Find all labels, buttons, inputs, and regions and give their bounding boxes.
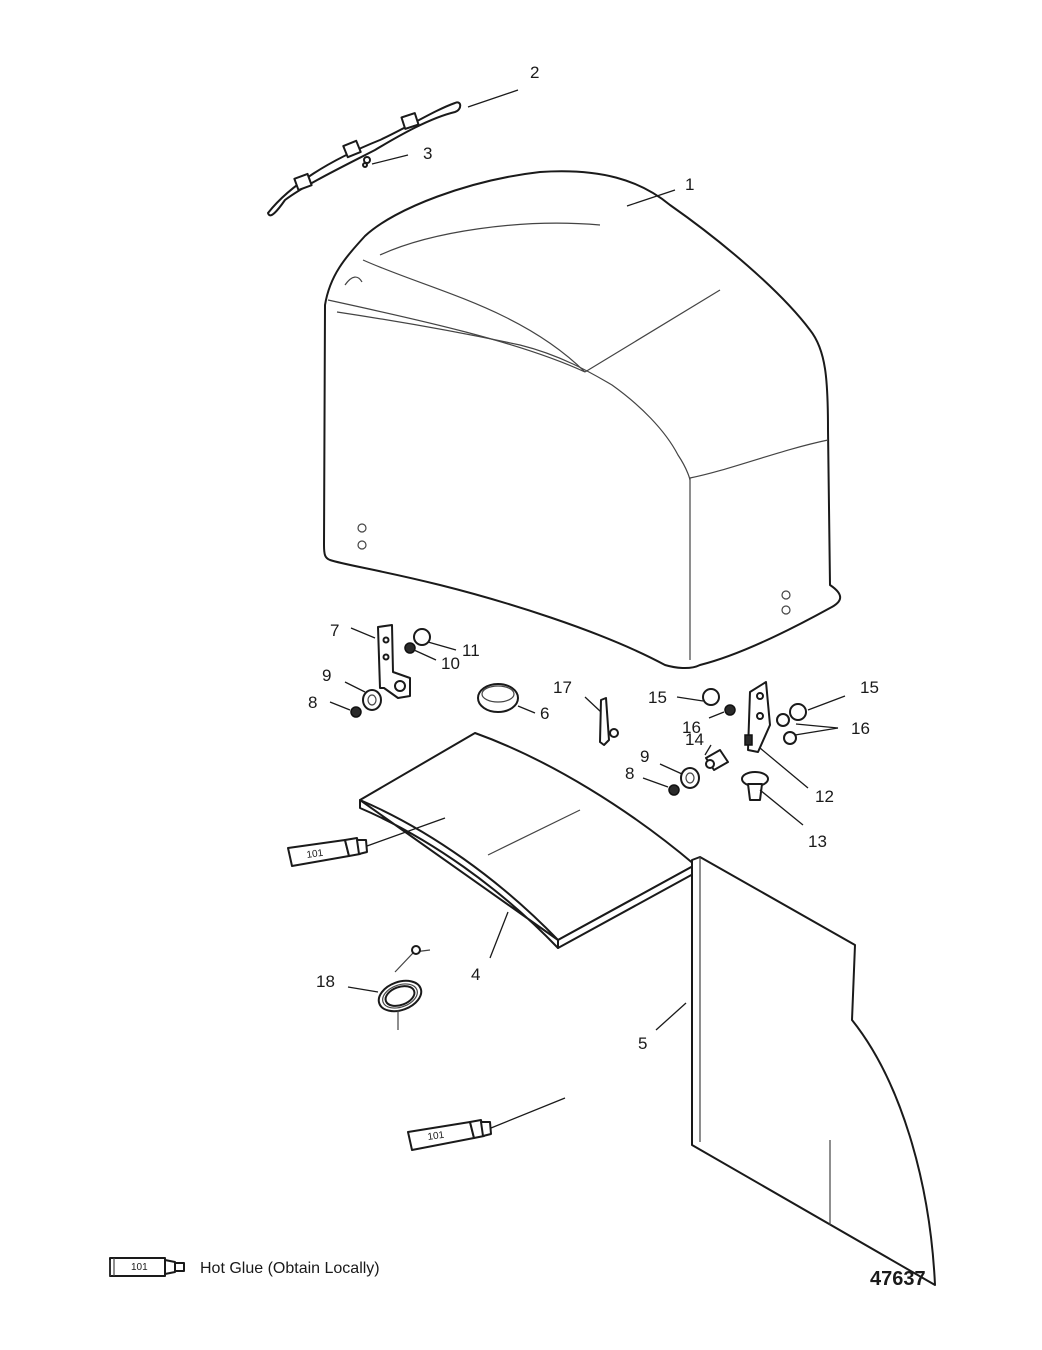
reference-number: 47637 xyxy=(870,1268,926,1290)
part-10-washer xyxy=(404,642,416,654)
callout-1: 1 xyxy=(685,175,694,194)
part-15-nut-left xyxy=(702,688,720,706)
callout-8-left: 8 xyxy=(308,693,317,712)
part-9-bushing-left xyxy=(362,689,382,711)
part-14-stud xyxy=(705,749,729,771)
part-8-grommet-left xyxy=(350,706,362,718)
callout-7: 7 xyxy=(330,621,339,640)
callout-18: 18 xyxy=(316,972,335,991)
glue-tube-label: 101 xyxy=(306,848,324,861)
part-12-bracket xyxy=(744,681,771,753)
part-3-fastener xyxy=(362,156,371,168)
callout-4: 4 xyxy=(471,965,480,984)
callout-12: 12 xyxy=(815,787,834,806)
callout-3: 3 xyxy=(423,144,432,163)
callout-13: 13 xyxy=(808,832,827,851)
legend: 101 Hot Glue (Obtain Locally) xyxy=(109,1257,380,1277)
part-11-nut xyxy=(413,628,431,646)
callout-6: 6 xyxy=(540,704,549,723)
callout-10: 10 xyxy=(441,654,460,673)
callout-14: 14 xyxy=(685,730,704,749)
part-8-grommet-right xyxy=(668,784,680,796)
callout-9-left: 9 xyxy=(322,666,331,685)
callout-8-right: 8 xyxy=(625,764,634,783)
callout-5: 5 xyxy=(638,1034,647,1053)
callout-15-left: 15 xyxy=(648,688,667,707)
part-18-cable-coil xyxy=(377,945,431,1030)
part-2-trim-strip xyxy=(267,101,462,217)
part-7-bracket xyxy=(377,624,411,699)
glue-tube-label: 101 xyxy=(427,1130,445,1143)
part-13-pin xyxy=(741,771,769,801)
callout-9-right: 9 xyxy=(640,747,649,766)
leader-lines xyxy=(329,89,846,1031)
part-6-plug xyxy=(477,683,519,713)
part-1-top-cowl xyxy=(323,170,842,669)
callout-16-right: 16 xyxy=(851,719,870,738)
glue-tube-icon: 101 xyxy=(407,1119,492,1151)
callout-16-left: 16 xyxy=(682,718,701,737)
part-16-washer-right-b xyxy=(783,731,797,745)
legend-text: Hot Glue (Obtain Locally) xyxy=(200,1260,380,1277)
callout-11: 11 xyxy=(462,641,480,660)
glue-tube-icon: 101 xyxy=(109,1257,185,1277)
legend-tube-label: 101 xyxy=(131,1262,148,1273)
part-16-washer-left xyxy=(724,704,736,716)
part-9-bushing-right xyxy=(680,767,700,789)
callout-17: 17 xyxy=(553,678,572,697)
part-15-nut-right xyxy=(789,703,807,721)
part-16-washer-right-a xyxy=(776,713,790,727)
part-5-side-panel xyxy=(691,856,936,1286)
callout-15-right: 15 xyxy=(860,678,879,697)
callout-2: 2 xyxy=(530,63,539,82)
callout-labels: 2 3 1 7 11 10 9 8 6 17 15 16 15 16 14 9 … xyxy=(308,63,879,1053)
part-17-latch xyxy=(599,697,619,746)
glue-tube-icon: 101 xyxy=(287,837,368,867)
